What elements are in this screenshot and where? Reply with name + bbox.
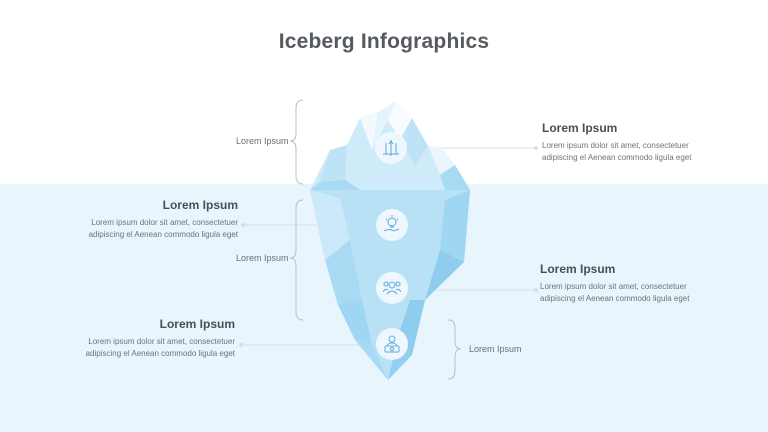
text-block-right-1: Lorem Ipsum Lorem ipsum dolor sit amet, …	[542, 121, 702, 164]
icon-user-money	[376, 328, 408, 360]
connector-dot-left-2	[239, 343, 243, 347]
text-block-heading: Lorem Ipsum	[540, 262, 616, 276]
text-block-desc-line1: Lorem ipsum dolor sit amet, consectetuer	[88, 337, 235, 346]
connector-dot-right-1	[534, 146, 538, 150]
brace-label-top: Lorem Ipsum	[236, 136, 289, 146]
text-block-heading: Lorem Ipsum	[542, 121, 618, 135]
brace-top	[289, 99, 304, 185]
text-block-heading: Lorem Ipsum	[162, 198, 238, 212]
text-block-desc-line1: Lorem ipsum dolor sit amet, consectetuer	[540, 282, 687, 291]
text-block-left-1: Lorem Ipsum Lorem ipsum dolor sit amet, …	[78, 198, 238, 241]
text-block-heading: Lorem Ipsum	[159, 317, 235, 331]
text-block-desc-line1: Lorem ipsum dolor sit amet, consectetuer	[91, 218, 238, 227]
text-block-desc-line2: adipiscing el Aenean commodo ligula eget	[85, 349, 235, 358]
text-block-desc-line2: adipiscing el Aenean commodo ligula eget	[540, 294, 690, 303]
brace-bottom	[447, 319, 462, 380]
connector-dot-left-1	[241, 223, 245, 227]
text-block-left-2: Lorem Ipsum Lorem ipsum dolor sit amet, …	[75, 317, 235, 360]
text-block-desc-line2: adipiscing el Aenean commodo ligula eget	[542, 153, 692, 162]
icon-wheat	[375, 132, 407, 164]
brace-label-bottom: Lorem Ipsum	[469, 344, 522, 354]
page-title: Iceberg Infographics	[278, 30, 490, 53]
text-block-right-2: Lorem Ipsum Lorem ipsum dolor sit amet, …	[540, 262, 700, 305]
brace-middle	[289, 199, 304, 321]
icon-team	[376, 272, 408, 304]
text-block-desc-line2: adipiscing el Aenean commodo ligula eget	[88, 230, 238, 239]
text-block-desc-line1: Lorem ipsum dolor sit amet, consectetuer	[542, 141, 689, 150]
brace-label-middle: Lorem Ipsum	[236, 253, 289, 263]
icon-lightbulb-hand	[376, 209, 408, 241]
connector-dot-right-2	[534, 288, 538, 292]
